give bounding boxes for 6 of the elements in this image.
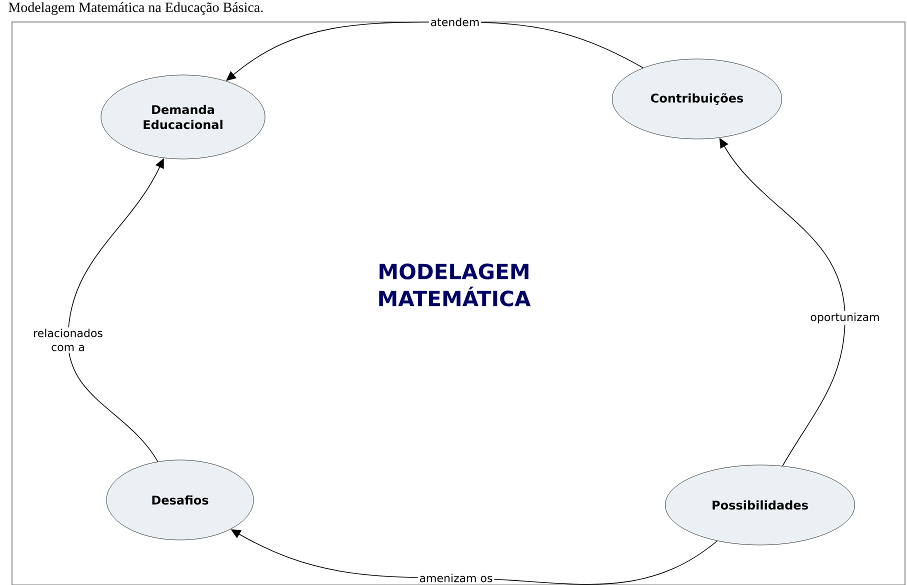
edge-label: amenizam os: [418, 572, 494, 584]
edge-label: oportunizam: [808, 311, 882, 325]
edge-label: relacionados com a: [32, 327, 104, 353]
edge-label: atendem: [428, 16, 482, 28]
center-title: MODELAGEM MATEMÁTICA: [379, 264, 531, 306]
caption: Modelagem Matemática na Educação Básica.: [8, 2, 263, 15]
